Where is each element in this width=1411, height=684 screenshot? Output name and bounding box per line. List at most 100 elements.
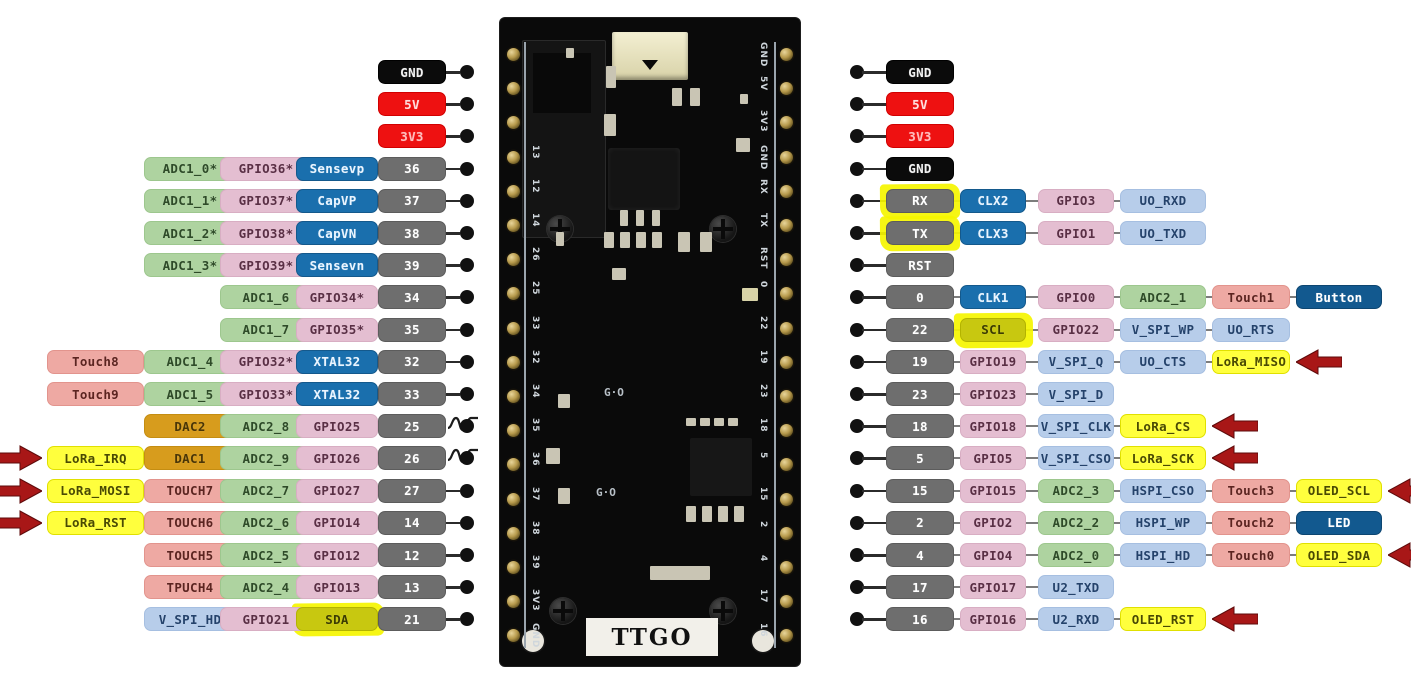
label-chip-gpio1: GPIO1 bbox=[1038, 221, 1114, 245]
smd-component bbox=[636, 232, 646, 248]
header-hole-right[interactable] bbox=[780, 116, 793, 130]
header-hole-right[interactable] bbox=[780, 150, 793, 164]
header-hole-right[interactable] bbox=[780, 595, 793, 609]
chip-connector bbox=[1026, 199, 1038, 202]
pin-lead bbox=[446, 199, 460, 203]
label-chip-touch2: Touch2 bbox=[1212, 510, 1290, 535]
smd-component bbox=[718, 506, 728, 522]
label-chip-gpio15: GPIO15 bbox=[960, 478, 1026, 503]
pin-lead bbox=[862, 360, 886, 364]
pin-box-rst: RST bbox=[886, 253, 954, 278]
header-hole-left[interactable] bbox=[507, 595, 520, 609]
label-chip-gpio2: GPIO2 bbox=[960, 510, 1026, 535]
header-hole-left[interactable] bbox=[507, 492, 520, 506]
chip-connector bbox=[1026, 457, 1038, 460]
silk-rail-left bbox=[524, 42, 526, 648]
header-hole-right[interactable] bbox=[780, 458, 793, 472]
header-hole-left[interactable] bbox=[507, 150, 520, 164]
header-hole-left[interactable] bbox=[507, 184, 520, 198]
header-hole-left[interactable] bbox=[507, 48, 520, 61]
pin-box-rx: RX bbox=[886, 188, 954, 213]
header-hole-right[interactable] bbox=[780, 526, 793, 540]
header-hole-right[interactable] bbox=[780, 390, 793, 403]
chip-connector bbox=[1206, 360, 1212, 363]
pin-lead bbox=[862, 264, 886, 267]
label-chip-gpio25: GPIO25 bbox=[296, 414, 378, 439]
header-hole-right[interactable] bbox=[780, 629, 793, 643]
label-chip-xtal32: XTAL32 bbox=[296, 349, 378, 374]
label-chip-gpio14: GPIO14 bbox=[296, 510, 378, 535]
silk-label-left: 38 bbox=[530, 520, 540, 536]
header-hole-right[interactable] bbox=[780, 219, 793, 232]
pin-lead bbox=[446, 360, 460, 364]
pin-box-34: 34 bbox=[378, 285, 446, 310]
header-hole-left[interactable] bbox=[507, 355, 520, 369]
pin-box-14: 14 bbox=[378, 510, 446, 535]
header-hole-left[interactable] bbox=[507, 526, 520, 540]
silk-label-left: 37 bbox=[530, 486, 540, 502]
usb-notch bbox=[642, 60, 658, 70]
header-hole-left[interactable] bbox=[507, 253, 520, 267]
label-chip-lora-sck: LoRa_SCK bbox=[1120, 446, 1206, 471]
header-pin-dot bbox=[460, 322, 474, 337]
pin-box-5v: 5V bbox=[886, 92, 954, 117]
header-pin-dot bbox=[850, 451, 864, 466]
pin-lead bbox=[446, 618, 460, 621]
header-hole-right[interactable] bbox=[780, 424, 793, 438]
callout-arrow-right bbox=[0, 445, 42, 472]
chip-connector bbox=[1206, 296, 1212, 299]
label-chip-sensevp: Sensevp bbox=[296, 156, 378, 181]
header-hole-left[interactable] bbox=[507, 390, 520, 403]
label-chip-u2-txd: U2_TXD bbox=[1038, 575, 1114, 600]
pin-box-22: 22 bbox=[886, 317, 954, 342]
header-hole-right[interactable] bbox=[780, 48, 793, 61]
pin-lead bbox=[862, 425, 886, 428]
header-hole-right[interactable] bbox=[780, 82, 793, 96]
label-chip-capvp: CapVP bbox=[296, 188, 378, 213]
header-hole-right[interactable] bbox=[780, 561, 793, 574]
header-hole-right[interactable] bbox=[780, 253, 793, 267]
smd-component bbox=[606, 66, 616, 88]
pin-lead bbox=[446, 554, 460, 557]
header-hole-right[interactable] bbox=[780, 287, 793, 301]
pin-lead bbox=[446, 296, 460, 299]
header-pin-dot bbox=[460, 451, 474, 466]
header-pin-dot bbox=[850, 515, 864, 530]
smd-component bbox=[736, 138, 750, 152]
header-hole-left[interactable] bbox=[507, 424, 520, 438]
pin-box-gnd: GND bbox=[886, 156, 954, 181]
header-hole-left[interactable] bbox=[507, 629, 520, 643]
header-hole-right[interactable] bbox=[780, 184, 793, 198]
silk-label-left: 25 bbox=[530, 281, 540, 296]
chip-connector bbox=[1026, 554, 1038, 556]
header-hole-left[interactable] bbox=[507, 561, 520, 574]
label-chip-gpio0: GPIO0 bbox=[1038, 285, 1114, 310]
header-hole-left[interactable] bbox=[507, 287, 520, 301]
chip-connector bbox=[954, 554, 960, 556]
silk-label-right: GND bbox=[758, 144, 768, 170]
header-hole-right[interactable] bbox=[780, 355, 793, 369]
silk-label-left: 12 bbox=[530, 178, 540, 194]
chip-connector bbox=[1026, 521, 1038, 524]
header-hole-left[interactable] bbox=[507, 219, 520, 232]
callout-arrow-left bbox=[1212, 445, 1258, 472]
header-hole-right[interactable] bbox=[780, 321, 793, 335]
header-hole-left[interactable] bbox=[507, 82, 520, 96]
label-chip-gpio13: GPIO13 bbox=[296, 575, 378, 600]
chip-connector bbox=[1290, 521, 1296, 524]
pin-lead bbox=[446, 135, 460, 138]
header-hole-left[interactable] bbox=[507, 458, 520, 472]
label-chip-oled-scl: OLED_SCL bbox=[1296, 478, 1382, 503]
chip-connector bbox=[1114, 296, 1120, 299]
pin-box-21: 21 bbox=[378, 607, 446, 632]
header-hole-left[interactable] bbox=[507, 116, 520, 130]
chip-connector bbox=[1026, 489, 1038, 492]
pin-box-13: 13 bbox=[378, 575, 446, 600]
header-hole-left[interactable] bbox=[507, 321, 520, 335]
smd-component bbox=[620, 232, 630, 248]
label-chip-gpio12: GPIO12 bbox=[296, 543, 378, 567]
silk-label-right: RX bbox=[758, 178, 768, 195]
header-hole-right[interactable] bbox=[780, 492, 793, 506]
silk-label-right: 2 bbox=[758, 520, 768, 529]
header-pin-dot bbox=[850, 65, 864, 79]
